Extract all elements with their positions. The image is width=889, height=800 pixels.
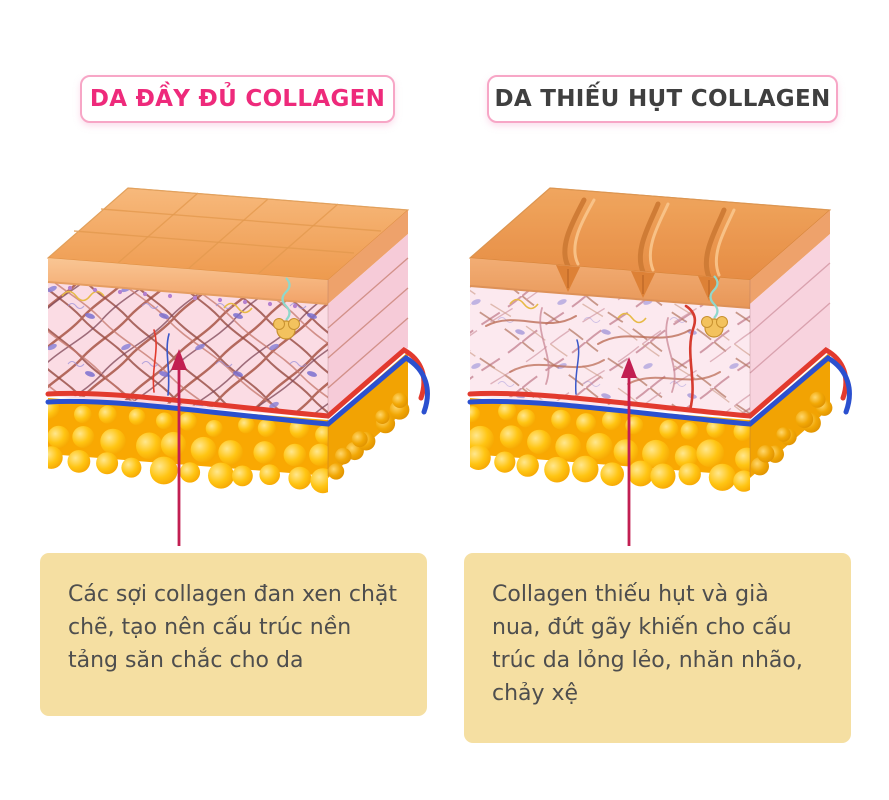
nerve-ending-icon <box>509 298 539 310</box>
broken-collagen-fibers <box>485 307 721 393</box>
wrinkle-crease <box>562 197 587 269</box>
header-full-collagen-label: DA ĐẦY ĐỦ COLLAGEN <box>89 86 386 112</box>
header-deficient-collagen: DA THIẾU HỤT COLLAGEN <box>487 75 838 123</box>
header-full-collagen: DA ĐẦY ĐỦ COLLAGEN <box>80 75 395 123</box>
caption-deficient-collagen: Collagen thiếu hụt và già nua, đứt gãy k… <box>464 553 851 743</box>
front-face-epidermis-band <box>47 258 329 309</box>
front-face-epidermis-band <box>469 258 751 309</box>
front-face-dermis-layer <box>470 286 750 418</box>
blood-vessels <box>45 329 430 427</box>
top-face-wrinkled-surface <box>468 187 832 281</box>
nerve-ending-icon <box>617 312 647 324</box>
wrinkle-crease <box>703 207 727 280</box>
nerve-ending-icon <box>61 290 105 302</box>
sweat-gland-icon <box>273 277 300 340</box>
sweat-gland-icon <box>701 275 728 338</box>
arrow-pointer-left <box>171 349 187 546</box>
cube-edge <box>47 187 409 259</box>
wrinkle-crease <box>637 201 661 275</box>
blood-vessels <box>467 304 852 427</box>
cube-edge <box>469 187 831 259</box>
caption-full-collagen: Các sợi collagen đan xen chặt chẽ, tạo n… <box>40 553 427 716</box>
side-face-layers <box>749 210 833 478</box>
arrow-pointer-right <box>621 357 637 546</box>
skin-diagram-full-collagen <box>45 187 430 494</box>
header-deficient-collagen-label: DA THIẾU HỤT COLLAGEN <box>494 86 831 112</box>
skin-diagram-deficient-collagen <box>467 187 852 492</box>
nerve-ending-icon <box>223 302 253 314</box>
caption-full-collagen-text: Các sợi collagen đan xen chặt chẽ, tạo n… <box>68 582 398 673</box>
caption-deficient-collagen-text: Collagen thiếu hụt và già nua, đứt gãy k… <box>492 582 803 706</box>
side-face-layers <box>327 210 410 480</box>
